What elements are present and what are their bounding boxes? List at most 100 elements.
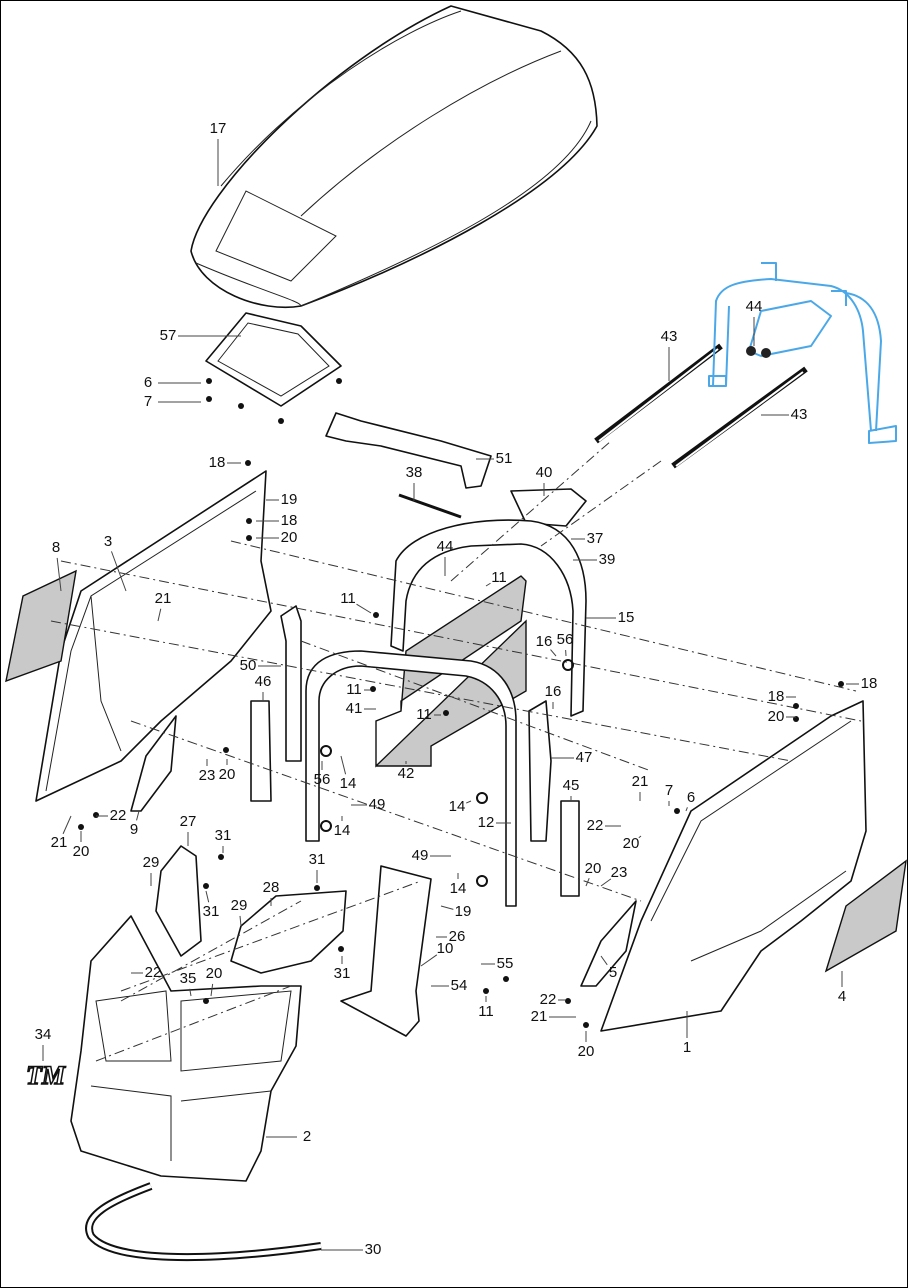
leader-line (600, 955, 608, 966)
leader-line (465, 800, 472, 804)
callout-part-number: 20 (585, 860, 602, 877)
callout-part-number: 7 (665, 782, 673, 799)
callout-part-number: 11 (491, 569, 507, 586)
right-side-panel-part-1 (600, 700, 867, 1032)
callout-part-number: 55 (497, 955, 514, 972)
callout-part-number: 18 (861, 675, 878, 692)
callout-part-number: 16 (536, 633, 553, 650)
leader-line (110, 551, 127, 592)
callout-part-number: 29 (143, 854, 160, 871)
callout-part-number: 46 (255, 673, 272, 690)
callout-part-number: 17 (210, 120, 227, 137)
callout-part-number: 34 (35, 1026, 52, 1043)
callout-part-number: 44 (437, 538, 454, 555)
callout-part-number: 22 (145, 964, 162, 981)
callout-part-number: 35 (180, 970, 197, 987)
trim-part-5 (580, 900, 637, 987)
callout-part-number: 20 (73, 843, 90, 860)
callout-part-number: 20 (623, 835, 640, 852)
callout-part-number: 18 (768, 688, 785, 705)
side-cover-part-4 (824, 859, 907, 973)
callout-part-number: 38 (406, 464, 423, 481)
callout-part-number: 4 (838, 988, 846, 1005)
plate-part-45 (560, 800, 580, 897)
callout-part-number: 11 (340, 590, 356, 607)
leader-line (440, 905, 454, 910)
callout-part-number: 26 (449, 928, 466, 945)
callout-part-number: 51 (496, 450, 513, 467)
callout-part-number: 1 (683, 1039, 691, 1056)
leader-line (205, 890, 210, 903)
callout-part-number: 56 (314, 771, 331, 788)
callout-part-number: 21 (531, 1008, 548, 1025)
callout-part-number: 11 (416, 706, 432, 723)
rod-part-38 (398, 493, 462, 519)
callout-part-number: 44 (746, 298, 763, 315)
assembly-lines (50, 440, 862, 1062)
callout-part-number: 22 (540, 991, 557, 1008)
callout-part-number: 23 (611, 864, 628, 881)
callout-part-number: 42 (398, 765, 415, 782)
loop-frame-part-12 (305, 650, 517, 907)
callout-part-number: 20 (281, 529, 298, 546)
callout-part-number: 8 (52, 539, 60, 556)
callout-part-number: 20 (206, 965, 223, 982)
leader-line (685, 807, 688, 812)
callout-part-number: 56 (557, 631, 574, 648)
callout-part-number: 21 (51, 834, 68, 851)
callout-part-number: 28 (263, 879, 280, 896)
leader-line (600, 878, 612, 887)
fasteners (78, 378, 844, 1028)
callout-part-number: 14 (340, 775, 357, 792)
callout-part-number: 15 (618, 609, 635, 626)
callout-part-number: 43 (791, 406, 808, 423)
callout-part-number: 57 (160, 327, 177, 344)
callout-part-number: 18 (209, 454, 226, 471)
callout-part-number: 10 (437, 940, 454, 957)
callout-part-number: 19 (281, 491, 298, 508)
callout-part-number: 29 (231, 897, 248, 914)
callout-part-number: 39 (599, 551, 616, 568)
callout-part-number: 31 (334, 965, 351, 982)
callout-part-number: 12 (478, 814, 495, 831)
callout-part-number: 22 (110, 807, 127, 824)
callout-part-number: 54 (451, 977, 468, 994)
callout-part-number: 20 (578, 1043, 595, 1060)
callout-part-number: 14 (334, 822, 351, 839)
callout-part-number: 6 (687, 789, 695, 806)
callout-part-number: 3 (104, 533, 112, 550)
leader-line (420, 954, 438, 967)
leader-line (56, 557, 62, 592)
callout-part-number: 31 (215, 827, 232, 844)
headlight-part-28 (230, 890, 347, 974)
leader-line (210, 983, 214, 997)
callout-part-number: 40 (536, 464, 553, 481)
leader-line (62, 815, 72, 835)
callout-part-number: 31 (203, 903, 220, 920)
side-piece-part-50 (280, 605, 302, 762)
callout-part-number: 20 (768, 708, 785, 725)
gasket-part-57 (205, 312, 342, 407)
plate-part-46 (250, 700, 272, 802)
callout-part-number: 9 (130, 821, 138, 838)
callout-part-number: 50 (240, 657, 257, 674)
side-cover-part-8 (5, 569, 77, 683)
callout-part-number: 7 (144, 393, 152, 410)
callout-part-number: 14 (449, 798, 466, 815)
callout-part-number: 30 (365, 1241, 382, 1258)
callout-part-number: 5 (609, 964, 617, 981)
callout-part-number: 41 (346, 700, 363, 717)
callout-part-number: 45 (563, 777, 580, 794)
light-part-27 (155, 845, 202, 957)
leader-line (356, 603, 372, 614)
callout-part-number: 21 (632, 773, 649, 790)
callout-part-number: 49 (369, 796, 386, 813)
callout-part-number: 20 (219, 766, 236, 783)
callout-part-number: 14 (450, 880, 467, 897)
bracket-part-10 (340, 865, 432, 1037)
leader-line (485, 582, 491, 587)
leader-line (550, 649, 557, 657)
hood-frame-blue (708, 262, 897, 444)
